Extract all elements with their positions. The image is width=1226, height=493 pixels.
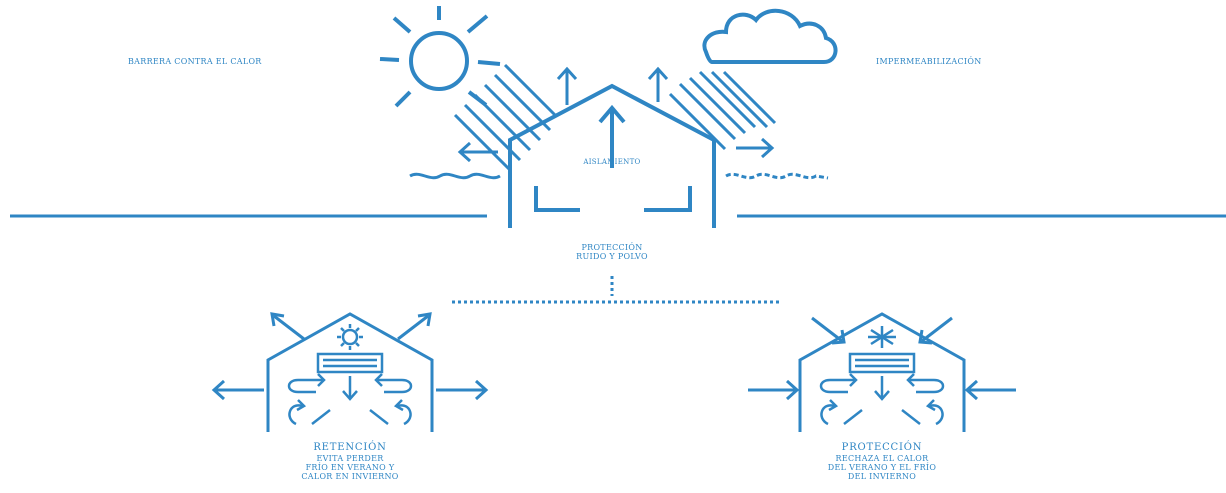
protection-line2: DEL VERANO Y EL FRÍO	[827, 463, 937, 472]
air-conditioner-icon	[819, 352, 945, 426]
protection-title: PROTECCIÓN	[841, 442, 923, 453]
retention-line1: EVITA PERDER	[316, 454, 384, 463]
wave-icon	[725, 172, 829, 180]
noise-protection-line1: PROTECCIÓN	[581, 243, 643, 252]
heat-barrier-label: BARRERA CONTRA EL CALOR	[128, 57, 262, 66]
insulation-label: AISLAMIENTO	[583, 158, 641, 166]
house-icon	[508, 83, 716, 228]
wave-icon	[409, 172, 501, 180]
heat-rays-icon	[453, 63, 558, 172]
retention-caption: RETENCIÓN EVITA PERDER FRÍO EN VERANO Y …	[270, 442, 430, 481]
retention-title: RETENCIÓN	[313, 442, 387, 453]
air-conditioner-icon	[287, 352, 413, 426]
cloud-icon	[702, 9, 838, 64]
noise-protection-label: PROTECCIÓN RUIDO Y POLVO	[542, 243, 682, 261]
protection-house-icon	[748, 312, 1016, 432]
sun-icon	[337, 324, 363, 350]
sun-icon	[379, 6, 501, 108]
arrow-icon	[647, 66, 775, 159]
retention-line2: FRÍO EN VERANO Y	[305, 463, 395, 472]
rain-icon	[668, 70, 777, 151]
dotted-connector	[452, 276, 780, 304]
protection-line3: DEL INVIERNO	[847, 472, 917, 481]
snowflake-icon	[868, 326, 896, 348]
arrow-icon	[457, 66, 578, 163]
protection-caption: PROTECCIÓN RECHAZA EL CALOR DEL VERANO Y…	[802, 442, 962, 481]
protection-line1: RECHAZA EL CALOR	[835, 454, 929, 463]
retention-house-icon	[211, 312, 489, 432]
noise-protection-line2: RUIDO Y POLVO	[576, 252, 648, 261]
waterproofing-label: IMPERMEABILIZACIÓN	[876, 57, 982, 66]
retention-line3: CALOR EN INVIERNO	[301, 472, 399, 481]
